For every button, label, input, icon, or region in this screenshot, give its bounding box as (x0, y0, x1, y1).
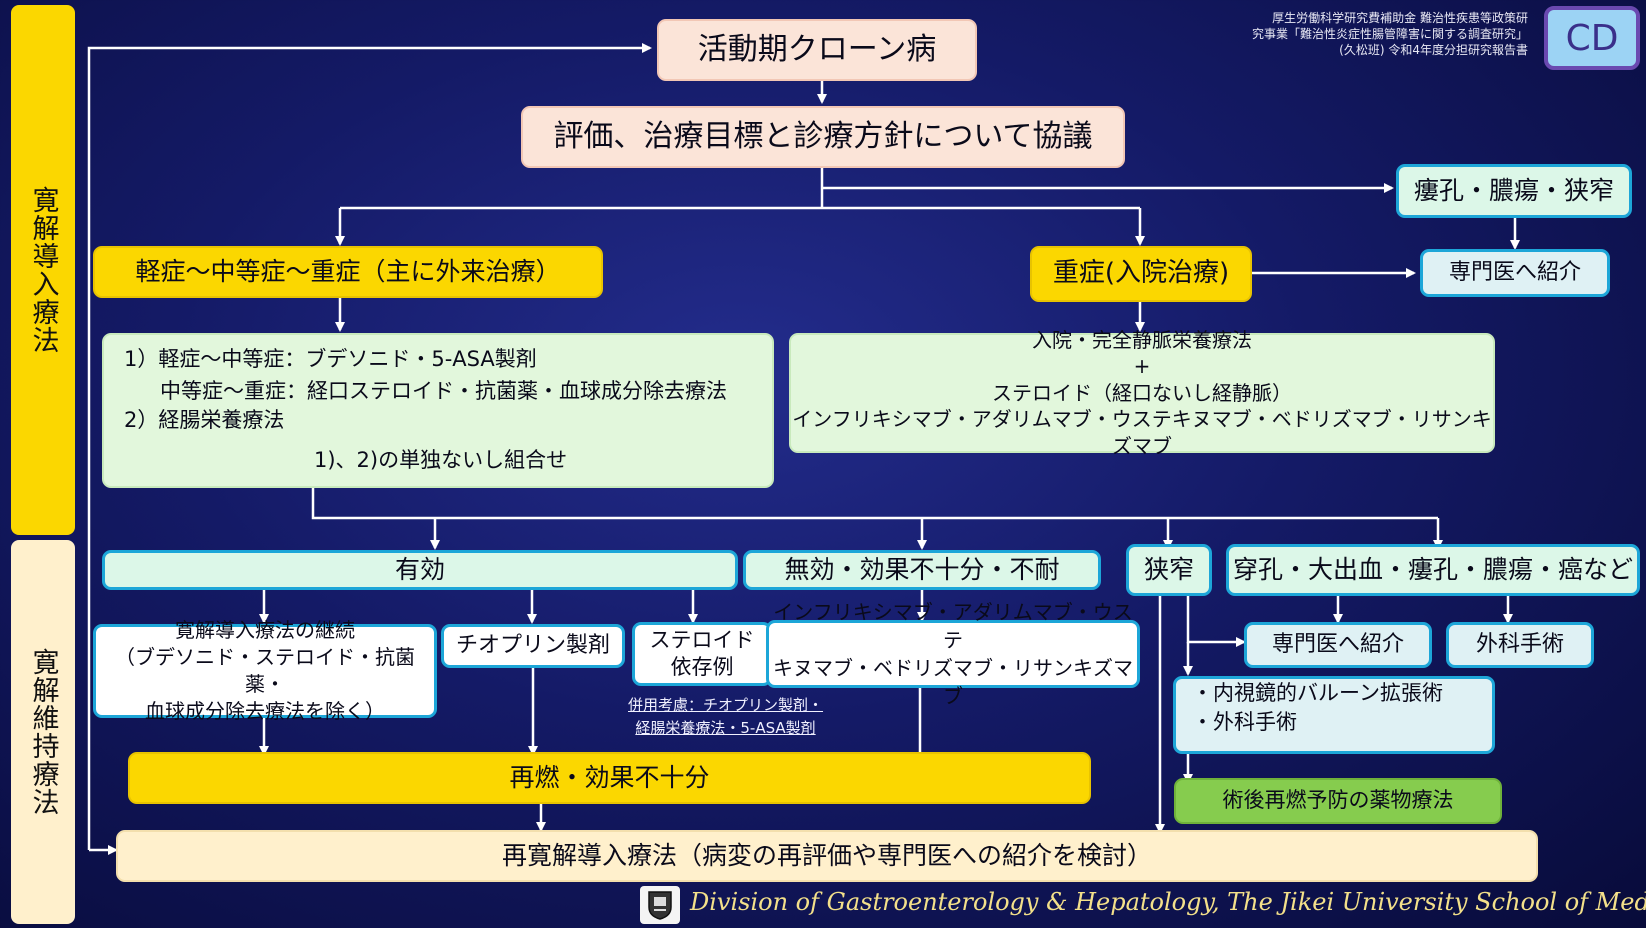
header-line: (久松班) 令和4年度分担研究報告書 (1339, 43, 1528, 57)
side-label-induction: 寛解導入療法 (11, 5, 75, 535)
node-refer-specialist-top: 専門医へ紹介 (1420, 249, 1610, 297)
concomitant-note-line: 経腸栄養療法・5-ASA製剤 (635, 719, 816, 737)
node-active-cd: 活動期クローン病 (657, 19, 977, 81)
node-fistula-abscess-stenosis: 瘻孔・膿瘍・狭窄 (1396, 164, 1632, 218)
node-ineffective: 無効・効果不十分・不耐 (743, 550, 1101, 590)
biologics-line: インフリキシマブ・アダリムマブ・ウステ (773, 600, 1133, 652)
node-inpatient-treatment: 入院・完全静脈栄養療法 + ステロイド（経口ないし経静脈） インフリキシマブ・ア… (789, 328, 1495, 458)
cd-badge: CD (1544, 6, 1640, 70)
side-label-maintenance-text: 寛解維持療法 (27, 648, 59, 816)
node-perforation-etc: 穿孔・大出血・瘻孔・膿瘍・癌など (1226, 544, 1640, 596)
endoscopic-line: ・内視鏡的バルーン拡張術 (1192, 681, 1443, 705)
node-effective: 有効 (102, 550, 738, 590)
node-biologics: インフリキシマブ・アダリムマブ・ウステ キヌマブ・ベドリズマブ・リサンキズマブ (766, 600, 1140, 708)
inpatient-line: ステロイド（経口ないし経静脈） (992, 380, 1292, 405)
footer-text: Division of Gastroenterology & Hepatolog… (690, 888, 1646, 916)
continue-induction-line: 寛解導入療法の継続 (175, 618, 355, 642)
node-relapse: 再燃・効果不十分 (128, 752, 1091, 804)
concomitant-note: 併用考慮：チオプリン製剤・ 経腸栄養療法・5-ASA製剤 (628, 694, 823, 740)
steroid-dependent-line: ステロイド (649, 627, 755, 652)
outpatient-line: 1）軽症〜中等症：ブデソニド・5-ASA製剤 (124, 347, 537, 371)
continue-induction-line: 血球成分除去療法を除く） (145, 699, 385, 723)
header-citation: 厚生労働科学研究費補助金 難治性疾患等政策研 究事業「難治性炎症性腸管障害に関す… (1252, 10, 1528, 58)
node-endoscopic: ・内視鏡的バルーン拡張術 ・外科手術 (1173, 676, 1495, 754)
university-crest-icon (640, 886, 680, 924)
node-outpatient-treatment: 1）軽症〜中等症：ブデソニド・5-ASA製剤 中等症〜重症：経口ステロイド・抗菌… (102, 333, 774, 488)
node-severe-inpatient: 重症(入院治療) (1030, 246, 1252, 302)
inpatient-line: + (1133, 354, 1151, 379)
node-re-induction: 再寛解導入療法（病変の再評価や専門医への紹介を検討） (116, 830, 1538, 882)
node-postop-prevention: 術後再燃予防の薬物療法 (1174, 778, 1502, 824)
node-stenosis: 狭窄 (1126, 544, 1212, 596)
continue-induction-line: （ブデソニド・ステロイド・抗菌薬・ (115, 645, 415, 696)
outpatient-line: 1)、2)の単独ないし組合せ (314, 447, 568, 472)
outpatient-line: 2）経腸栄養療法 (124, 408, 285, 433)
node-steroid-dependent: ステロイド 依存例 (632, 622, 772, 686)
endoscopic-line: ・外科手術 (1192, 709, 1297, 734)
header-line: 厚生労働科学研究費補助金 難治性疾患等政策研 (1272, 11, 1528, 25)
header-line: 究事業「難治性炎症性腸管障害に関する調査研究」 (1251, 27, 1528, 41)
concomitant-note-line: 併用考慮：チオプリン製剤・ (628, 696, 824, 714)
node-mild-moderate-severe: 軽症〜中等症〜重症（主に外来治療） (93, 246, 603, 298)
node-continue-induction: 寛解導入療法の継続 （ブデソニド・ステロイド・抗菌薬・ 血球成分除去療法を除く） (93, 618, 437, 723)
biologics-line: キヌマブ・ベドリズマブ・リサンキズマブ (773, 656, 1133, 708)
inpatient-line: インフリキシマブ・アダリムマブ・ウステキヌマブ・ベドリズマブ・リサンキズマブ (792, 407, 1492, 458)
node-refer-specialist-bottom: 専門医へ紹介 (1244, 622, 1432, 668)
inpatient-line: 入院・完全静脈栄養療法 (1032, 328, 1252, 353)
side-label-maintenance: 寛解維持療法 (11, 540, 75, 924)
node-thiopurine: チオプリン製剤 (441, 624, 625, 668)
steroid-dependent-line: 依存例 (670, 655, 734, 679)
node-surgery: 外科手術 (1446, 622, 1594, 668)
node-evaluation: 評価、治療目標と診療方針について協議 (521, 106, 1125, 168)
outpatient-line: 中等症〜重症：経口ステロイド・抗菌薬・血球成分除去療法 (160, 378, 727, 403)
side-label-induction-text: 寛解導入療法 (27, 186, 59, 354)
